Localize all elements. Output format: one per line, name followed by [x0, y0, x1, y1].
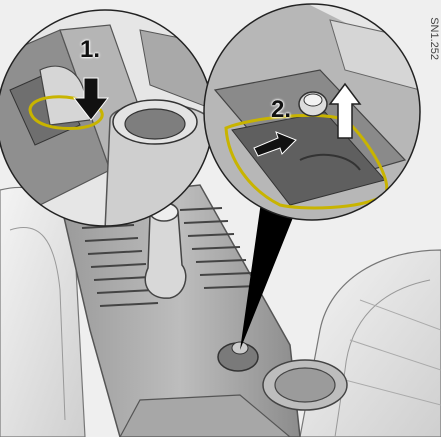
step-1-label: 1. [80, 38, 100, 62]
car-interior-scene [0, 185, 441, 437]
figure-reference-code: SN1.252 [428, 17, 440, 60]
step-2-label: 2. [271, 98, 291, 122]
detail-inset-right [200, 0, 420, 220]
